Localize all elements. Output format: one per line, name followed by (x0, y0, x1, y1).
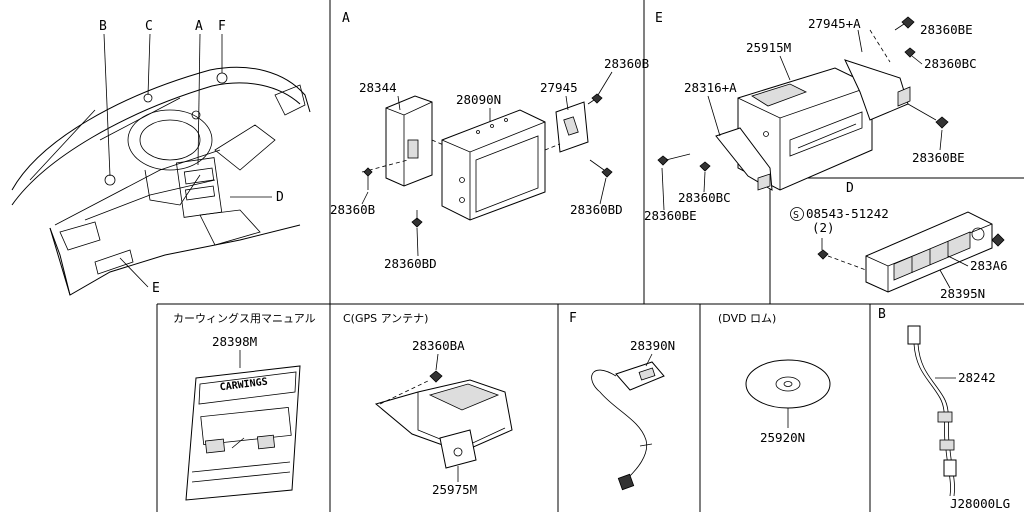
part-label: 28090N (456, 92, 501, 107)
section-B: B 28242 (878, 307, 996, 497)
section-A-letter: A (342, 11, 350, 26)
dvd-title: (DVD ロム) (718, 312, 776, 325)
clip-icon (991, 233, 1005, 247)
screw-icon (601, 167, 613, 178)
part-label: 283A6 (970, 258, 1008, 273)
part-label: 28360BD (384, 256, 437, 271)
part-label: 28360BE (644, 208, 697, 223)
section-D-letter: D (846, 181, 854, 196)
part-label: 28360B (330, 202, 375, 217)
part-label: 25915M (746, 40, 791, 55)
manual-title: カーウィングス用マニュアル (173, 311, 316, 325)
section-dvd: (DVD ロム) 25920N (718, 312, 831, 445)
section-D: D S 08543-51242 (2) 283A6 28395N (790, 181, 1008, 301)
section-E: E 27945+A 28360BE 25915M 28360BC 28316+A (644, 11, 977, 223)
part-label: 28360BE (920, 22, 973, 37)
part-label: 28242 (958, 370, 996, 385)
harness-connector (907, 325, 921, 345)
screw-icon (411, 217, 423, 228)
section-B-letter: B (878, 307, 886, 322)
dashboard-overview-illustration (11, 66, 311, 296)
part-label: 25920N (760, 430, 805, 445)
screw-icon (935, 116, 949, 129)
part-label: 28344 (359, 80, 397, 95)
dvd-disc (745, 359, 831, 409)
callout-F: F (218, 19, 226, 34)
section-F: F 28390N (569, 311, 675, 491)
svg-text:S: S (793, 210, 799, 221)
section-F-letter: F (569, 311, 577, 326)
panel-borders (156, 0, 1024, 512)
section-C: C(GPS アンテナ) 28360BA 25975M (343, 312, 513, 497)
part-label: 27945+A (808, 16, 861, 31)
part-label: 28398M (212, 334, 257, 349)
part-label: 27945 (540, 80, 578, 95)
screw-symbol-icon (790, 207, 804, 221)
screw-icon (363, 167, 373, 177)
screw-quantity: (2) (812, 220, 835, 235)
screw-icon (429, 370, 443, 383)
screw-icon (657, 155, 669, 166)
part-label: 28360BD (570, 202, 623, 217)
part-label: 28316+A (684, 80, 737, 95)
part-label: 28360BE (912, 150, 965, 165)
callout-A: A (195, 19, 203, 34)
screw-icon (591, 93, 603, 104)
screw-icon (699, 161, 711, 172)
part-label: 28360BA (412, 338, 465, 353)
callout-B: B (99, 19, 107, 34)
section-C-title: C(GPS アンテナ) (343, 312, 428, 325)
section-E-letter: E (655, 11, 663, 26)
screw-part-label: 08543-51242 (806, 206, 889, 221)
callout-C: C (145, 19, 153, 34)
diagram-id: J28000LG (950, 496, 1010, 511)
part-label: 28360B (604, 56, 649, 71)
callout-D: D (276, 190, 284, 205)
screw-icon (817, 249, 829, 260)
screw-icon (901, 16, 915, 29)
part-label: 28395N (940, 286, 985, 301)
screw-icon (904, 47, 916, 58)
callout-E: E (152, 281, 160, 296)
manual-book (185, 365, 301, 501)
overview-callouts: B C A F D E (99, 19, 284, 296)
section-A: A 28344 28090N 27945 (330, 11, 649, 271)
part-label: 28360BC (678, 190, 731, 205)
part-label: 28360BC (924, 56, 977, 71)
part-label: 25975M (432, 482, 477, 497)
section-manual: カーウィングス用マニュアル 28398M CARWINGS (173, 311, 316, 501)
part-label: 28390N (630, 338, 675, 353)
